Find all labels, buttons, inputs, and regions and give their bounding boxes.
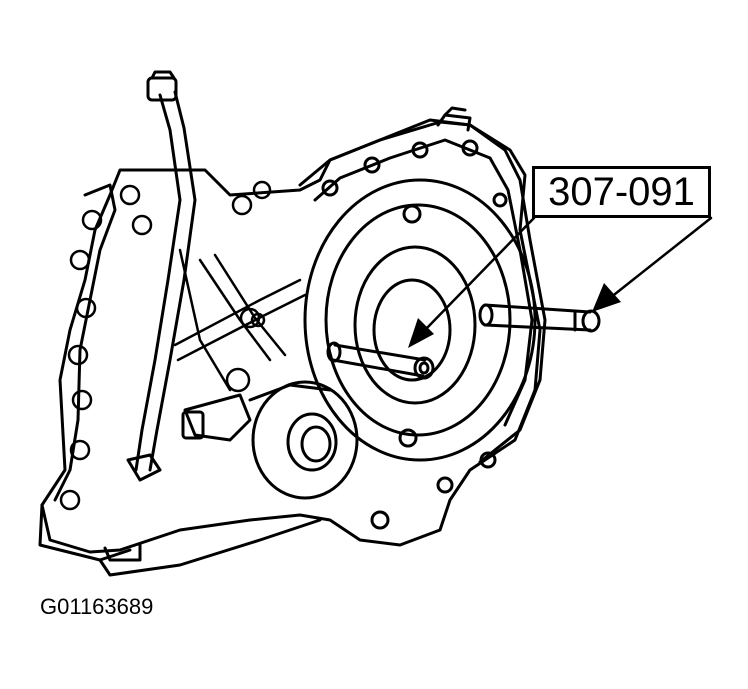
bell-housing bbox=[298, 106, 547, 530]
leader-line-left bbox=[423, 216, 536, 332]
transaxle-case bbox=[38, 118, 542, 577]
arrowhead-right bbox=[592, 283, 621, 312]
tool-pin-left bbox=[326, 341, 435, 380]
case-bolts bbox=[59, 180, 272, 511]
tool-number-label: 307-091 bbox=[548, 169, 695, 214]
differential-housing bbox=[181, 380, 359, 500]
leader-line-right bbox=[608, 216, 713, 300]
leader-arrowheads bbox=[408, 283, 621, 348]
callout-leaders[interactable] bbox=[423, 216, 713, 332]
arrowhead-left bbox=[408, 318, 434, 348]
tool-callout-box: 307-091 bbox=[532, 166, 711, 218]
dipstick-tube bbox=[126, 70, 197, 482]
tool-pin-right bbox=[478, 303, 601, 333]
linkage-crossbar bbox=[173, 248, 307, 392]
figure-id-label: G01163689 bbox=[40, 594, 154, 619]
torque-converter bbox=[303, 178, 537, 462]
